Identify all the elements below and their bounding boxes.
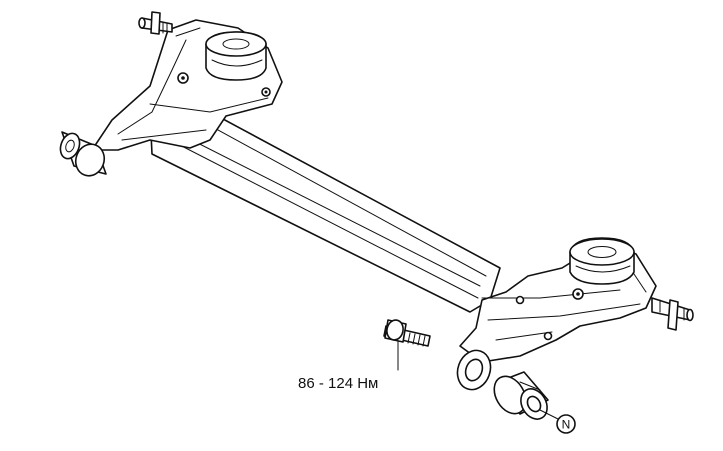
callout-symbol: N (562, 418, 571, 432)
torque-label: 86 - 124 Нм (298, 375, 378, 392)
replace-callout: N (556, 414, 576, 434)
left-pivot-bushing (59, 131, 107, 177)
callout-leader-line (539, 409, 561, 421)
right-spring-seat (569, 237, 635, 285)
right-pivot-eye (456, 349, 492, 391)
pivot-bolt (383, 319, 431, 347)
replacement-bushing (493, 371, 549, 420)
left-stub-axle (138, 11, 173, 35)
right-stub-axle (651, 297, 694, 331)
left-spring-seat (205, 31, 267, 81)
